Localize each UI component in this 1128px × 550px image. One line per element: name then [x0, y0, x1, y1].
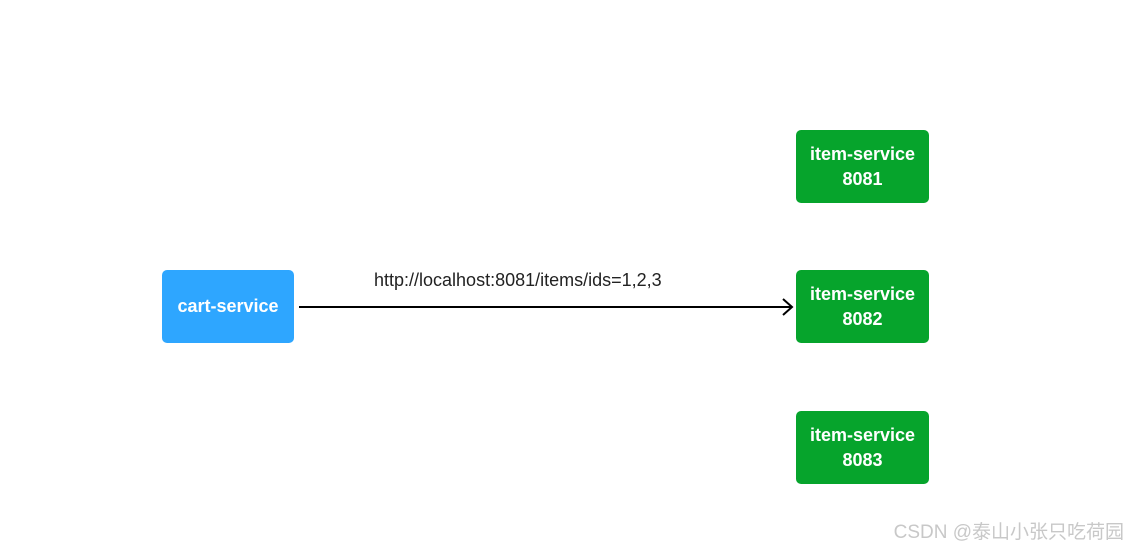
csdn-watermark: CSDN @泰山小张只吃荷园: [893, 522, 1124, 543]
cart-service-node: cart-service: [162, 270, 294, 343]
item-service-8083-node: item-service 8083: [796, 411, 929, 484]
item-service-name: item-service: [809, 424, 916, 445]
item-service-port: 8083: [842, 449, 883, 470]
item-service-port: 8081: [842, 168, 883, 189]
item-service-name: item-service: [809, 283, 916, 304]
item-service-8081-node: item-service 8081: [796, 130, 929, 203]
item-service-name: item-service: [809, 143, 916, 164]
cart-service-label: cart-service: [177, 296, 279, 316]
item-service-port: 8082: [842, 308, 883, 329]
item-service-8082-node: item-service 8082: [796, 270, 929, 343]
request-url-label: http://localhost:8081/items/ids=1,2,3: [374, 270, 662, 290]
arrow-head: [782, 298, 794, 316]
